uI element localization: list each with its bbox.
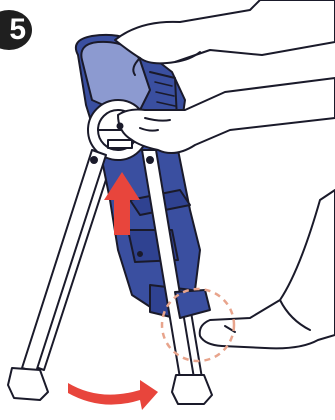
front-leg-left: [22, 150, 106, 372]
release-pedal: [175, 290, 210, 318]
foot: [200, 190, 335, 348]
curved-arrow-icon: [68, 380, 158, 410]
